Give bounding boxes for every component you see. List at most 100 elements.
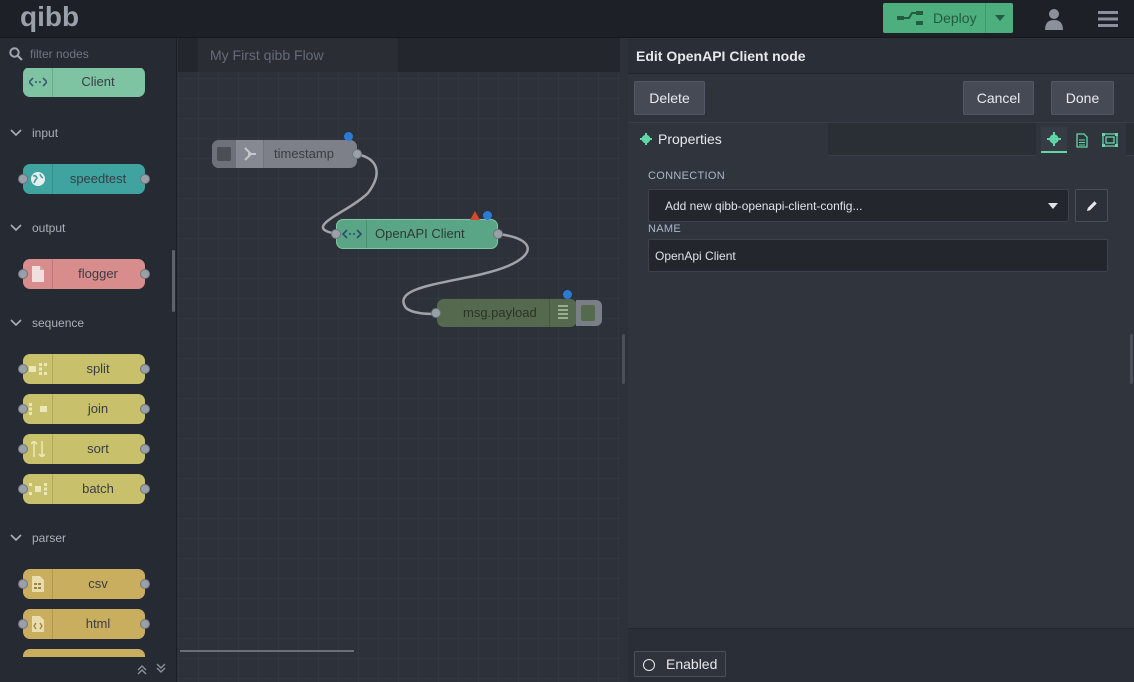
workspace-hscrollbar[interactable] <box>180 650 354 652</box>
output-port <box>140 404 150 414</box>
enabled-toggle-button[interactable]: Enabled <box>634 651 726 677</box>
category-label: sequence <box>32 316 85 330</box>
palette-node-sort[interactable]: sort <box>18 434 150 464</box>
tab-appearance[interactable] <box>1097 127 1123 153</box>
name-input[interactable] <box>648 239 1108 272</box>
tray-toolbar: Delete Cancel Done <box>628 74 1134 122</box>
palette-node-speedtest[interactable]: speedtest <box>18 164 150 194</box>
expand-all-icon[interactable] <box>156 663 166 673</box>
tray-body: Connection Add new qibb-openapi-client-c… <box>628 156 1134 628</box>
filter-nodes-input[interactable] <box>30 44 170 64</box>
search-icon <box>9 47 23 61</box>
input-port <box>18 579 28 589</box>
wire-openapi-to-debug[interactable] <box>402 232 529 316</box>
chevron-down-icon <box>10 224 22 232</box>
palette-node-csv[interactable]: csv <box>18 569 150 599</box>
circle-icon <box>643 659 655 671</box>
palette-category-parser[interactable]: parser <box>10 531 66 545</box>
palette-category-sequence[interactable]: sequence <box>10 316 84 330</box>
header-bar: qibb Deploy <box>0 0 1134 38</box>
palette-node-html[interactable]: html <box>18 609 150 639</box>
output-port[interactable] <box>493 229 503 239</box>
input-port <box>18 404 28 414</box>
output-port <box>140 364 150 374</box>
collapse-all-icon[interactable] <box>137 665 147 675</box>
csv-file-icon <box>23 569 53 599</box>
splitter-grip <box>622 334 625 384</box>
output-port <box>140 444 150 454</box>
flow-workspace[interactable]: My First qibb Flow timestamp OpenAPI Cli… <box>178 38 620 682</box>
node-palette: Client input speedtest output flogger <box>0 38 177 682</box>
deploy-dropdown[interactable] <box>985 3 1013 33</box>
palette-scrollbar[interactable] <box>172 250 175 312</box>
palette-node-flogger[interactable]: flogger <box>18 259 150 289</box>
join-icon <box>23 394 53 424</box>
batch-icon <box>23 474 53 504</box>
changed-indicator <box>483 211 492 220</box>
user-icon[interactable] <box>1044 8 1064 30</box>
split-icon <box>23 354 53 384</box>
edit-connection-button[interactable] <box>1075 189 1108 222</box>
tab-description[interactable] <box>1069 127 1095 153</box>
connection-select[interactable]: Add new qibb-openapi-client-config... <box>648 189 1069 222</box>
warning-triangle-icon <box>470 211 480 220</box>
output-port <box>140 269 150 279</box>
palette-node-split[interactable]: split <box>18 354 150 384</box>
palette-node-partial[interactable] <box>23 649 145 657</box>
input-port <box>18 444 28 454</box>
output-port[interactable] <box>352 149 362 159</box>
palette-category-input[interactable]: input <box>10 126 58 140</box>
workspace-tabbar: My First qibb Flow <box>178 38 620 72</box>
flow-node-label: msg.payload <box>463 305 537 320</box>
flow-node-debug[interactable]: msg.payload <box>431 290 577 327</box>
panel-splitter[interactable] <box>620 38 628 682</box>
qibb-logo: qibb <box>20 2 79 32</box>
tab-properties[interactable]: Properties <box>628 123 828 156</box>
cancel-button[interactable]: Cancel <box>963 81 1034 115</box>
done-button[interactable]: Done <box>1051 81 1114 115</box>
delete-button[interactable]: Delete <box>634 81 705 115</box>
flow-wires <box>321 152 529 316</box>
palette-node-openapi-client[interactable]: Client <box>23 67 145 97</box>
palette-node-label: batch <box>82 481 114 496</box>
name-label: Name <box>648 223 681 235</box>
sort-icon <box>23 434 53 464</box>
globe-icon <box>23 164 53 194</box>
cancel-label: Cancel <box>976 90 1021 106</box>
pencil-icon <box>1086 200 1097 211</box>
input-port[interactable] <box>331 229 341 239</box>
input-port <box>18 269 28 279</box>
tray-title: Edit OpenAPI Client node <box>628 38 1134 74</box>
input-port <box>18 619 28 629</box>
tray-tab-icons <box>1036 123 1126 156</box>
palette-filter <box>0 38 176 68</box>
gear-icon <box>640 133 652 145</box>
palette-collapse-controls <box>130 658 174 678</box>
arrow-right-icon <box>236 140 264 168</box>
palette-category-output[interactable]: output <box>10 221 65 235</box>
wire-timestamp-to-openapi[interactable] <box>321 152 378 236</box>
flow-node-openapi-client[interactable]: OpenAPI Client <box>331 211 503 249</box>
category-label: parser <box>32 531 67 545</box>
input-port[interactable] <box>431 308 441 318</box>
inject-button[interactable] <box>212 140 236 168</box>
palette-node-label: speedtest <box>69 171 127 186</box>
flow-node-label: OpenAPI Client <box>375 226 465 241</box>
file-icon <box>23 259 53 289</box>
flow-node-timestamp[interactable]: timestamp <box>212 132 362 168</box>
input-port <box>18 484 28 494</box>
palette-node-join[interactable]: join <box>18 394 150 424</box>
output-port <box>140 174 150 184</box>
deploy-button[interactable]: Deploy <box>883 3 1013 33</box>
tab-node-properties[interactable] <box>1041 127 1067 153</box>
palette-node-batch[interactable]: batch <box>18 474 150 504</box>
output-port <box>140 579 150 589</box>
delete-label: Delete <box>649 90 690 106</box>
tab-properties-label: Properties <box>658 131 722 147</box>
menu-icon[interactable] <box>1098 11 1118 27</box>
tray-scrollbar[interactable] <box>1130 334 1133 384</box>
document-icon <box>1076 132 1088 148</box>
flow-tab[interactable]: My First qibb Flow <box>198 38 398 72</box>
debug-toggle-button[interactable] <box>576 300 602 326</box>
